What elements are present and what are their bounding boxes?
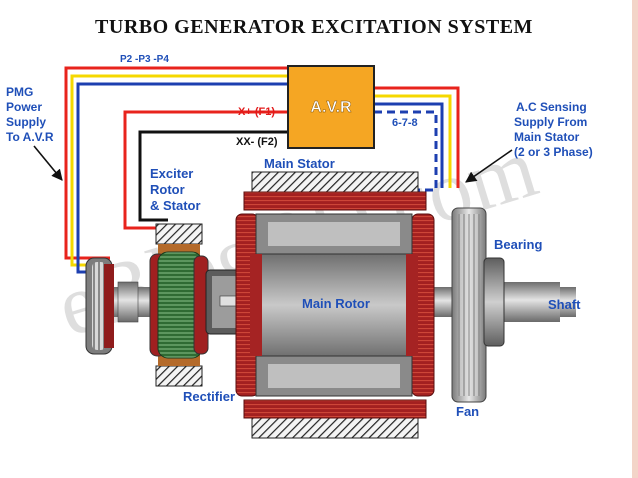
exciter-label-group: Exciter Rotor & Stator	[150, 166, 201, 213]
exciter-assembly	[149, 223, 209, 387]
pmg-label-group: PMG Power Supply To A.V.R	[6, 85, 54, 144]
field-minus-label: XX- (F2)	[236, 136, 278, 148]
exciter-label-line: Exciter	[150, 166, 193, 181]
rectifier-label: Rectifier	[183, 389, 235, 404]
sensing-terminals-label: 6-7-8	[392, 117, 418, 129]
sensing-arrow	[465, 149, 513, 183]
main-stator	[243, 171, 427, 439]
main-rotor	[250, 213, 418, 397]
slide-edge	[632, 0, 638, 478]
ac-sensing-label-line: Main Stator	[514, 130, 580, 144]
main-rotor-label: Main Rotor	[302, 296, 370, 311]
pmg-label-line: Power	[6, 100, 42, 114]
sensing-wiring	[374, 86, 460, 192]
main-stator-label: Main Stator	[264, 156, 335, 171]
avr-label: A.V.R	[310, 99, 352, 116]
exciter-label-line: & Stator	[150, 198, 201, 213]
pmg-label-line: PMG	[6, 85, 33, 99]
pmg-arrow	[33, 145, 63, 181]
ac-sensing-label-group: A.C Sensing Supply From Main Stator (2 o…	[514, 100, 593, 159]
exciter-label-line: Rotor	[150, 182, 185, 197]
ac-sensing-label-line: (2 or 3 Phase)	[514, 145, 593, 159]
shaft-label: Shaft	[548, 297, 581, 312]
avr-box: A.V.R	[287, 65, 375, 149]
field-plus-label: X+ (F1)	[238, 106, 275, 118]
page-title: TURBO GENERATOR EXCITATION SYSTEM	[95, 16, 533, 38]
cooling-fan	[451, 207, 487, 403]
bearing	[483, 257, 505, 347]
pmg-label-line: Supply	[6, 115, 46, 129]
pmg-terminals-label: P2 -P3 -P4	[120, 54, 169, 65]
ac-sensing-label-line: Supply From	[514, 115, 587, 129]
bearing-label: Bearing	[494, 237, 542, 252]
pmg-disk	[85, 257, 114, 355]
fan-label: Fan	[456, 404, 479, 419]
pmg-label-line: To A.V.R	[6, 130, 54, 144]
ac-sensing-label-line: A.C Sensing	[516, 100, 587, 114]
field-wiring	[123, 110, 288, 230]
